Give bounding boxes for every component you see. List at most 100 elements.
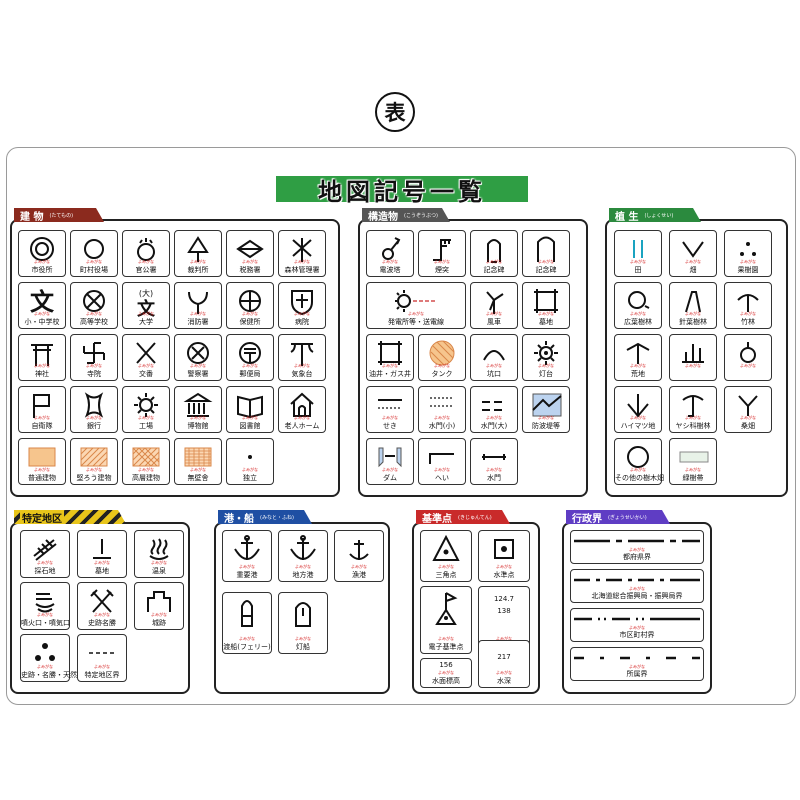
symbol-label: 水深 <box>497 677 511 685</box>
reading-text: よみがな <box>86 259 102 264</box>
symbol-label: 気象台 <box>291 370 313 378</box>
symbol-label: 針葉樹林 <box>679 318 707 326</box>
boundary-line-icon <box>574 539 700 543</box>
reading-text: よみがな <box>242 311 258 316</box>
symbol-cell: よみがな緑樹帯 <box>669 438 717 485</box>
symbol-cell: よみがなハイマツ地 <box>614 386 662 433</box>
tab-ports-title: 港・船 <box>224 513 254 525</box>
symbol-label: 広葉樹林 <box>624 318 652 326</box>
symbol-cell: よみがな採石地 <box>20 530 70 578</box>
tower_grid-icon <box>534 289 558 313</box>
tridot-icon <box>35 643 55 661</box>
symbol-cell: よみがな神社 <box>18 334 66 381</box>
symbol-label: 裁判所 <box>187 266 209 274</box>
symbol-label: 病院 <box>295 318 309 326</box>
symbol-cell: よみがな水門 <box>470 438 518 485</box>
symbol-label: 警察署 <box>187 370 209 378</box>
symbol-label: 地方港 <box>292 571 314 579</box>
tab-vegetation-sub: (しょくせい) <box>644 212 674 219</box>
boundary-line-icon <box>574 617 700 621</box>
reading-text: よみがな <box>438 636 454 641</box>
symbol-cell: よみがなダム <box>366 438 414 485</box>
gate_s-icon <box>430 397 454 407</box>
symbol-cell: よみがな針葉樹林 <box>669 282 717 329</box>
volcano-icon <box>35 593 55 613</box>
symbol-label: 普通建物 <box>28 474 56 482</box>
symbol-label: 独立 <box>243 474 257 482</box>
castle-icon <box>147 591 171 612</box>
symbol-label: 灯台 <box>539 370 553 378</box>
reading-text: よみがな <box>630 467 646 472</box>
symbol-label: 寺院 <box>87 370 101 378</box>
symbol-cell: よみがな風車 <box>470 282 518 329</box>
symbol-cell: よみがな水準点 <box>478 530 530 582</box>
symbol-cell: よみがな工場 <box>122 386 170 433</box>
bldg_hatch-icon <box>80 447 108 467</box>
ferry-icon <box>241 600 253 627</box>
symbol-label: 記念碑 <box>483 266 505 274</box>
symbol-label: 小・中学校 <box>24 318 60 326</box>
boundary-line-icon <box>574 656 700 660</box>
symbol-label: 保健所 <box>239 318 261 326</box>
symbol-cell: よみがな畑 <box>669 230 717 277</box>
symbol-cell: よみがな発電所等・送電線 <box>366 282 466 329</box>
symbol-cell: よみがな油井・ガス井 <box>366 334 414 381</box>
symbol-label: 史跡・名勝・天然記念物 <box>21 671 98 679</box>
symbol-cell: よみがな寺院 <box>70 334 118 381</box>
symbol-cell: よみがなその他の樹木畑 <box>614 438 664 485</box>
home-icon <box>290 392 314 417</box>
page-title: 地図記号一覧 <box>276 176 528 206</box>
fork-icon <box>188 291 208 314</box>
tri_post-icon <box>187 236 209 262</box>
symbol-cell: よみがな電子基準点 <box>420 586 472 654</box>
reading-text: よみがな <box>295 564 311 569</box>
reading-text: よみがな <box>434 363 450 368</box>
symbol-label: 老人ホーム <box>284 422 320 430</box>
diamond-icon <box>236 239 264 259</box>
symbol-cell: よみがな警察署 <box>174 334 222 381</box>
radio-icon <box>382 237 401 260</box>
symbol-label: 城跡 <box>152 619 166 627</box>
reading-text: よみがな <box>151 560 167 565</box>
symbol-label: 田 <box>634 266 642 274</box>
symbol-cell: よみがな墓地 <box>77 530 127 578</box>
boundary-label: 市区町村界 <box>619 631 655 639</box>
symbol-cell: 文よみがな小・中学校 <box>18 282 66 329</box>
symbol-cell: よみがな <box>669 334 717 381</box>
weir-icon <box>378 399 402 409</box>
tab-boundaries-title: 行政界 <box>572 513 602 525</box>
symbol-label: 三角点 <box>435 571 457 579</box>
symbol-label: 坑口 <box>487 370 501 378</box>
tank-icon <box>429 340 455 366</box>
greenbelt-icon <box>679 451 709 463</box>
symbol-label: 博物館 <box>187 422 209 430</box>
reading-text: よみがな <box>242 415 258 420</box>
reading-text: よみがな <box>138 363 154 368</box>
symbol-cell: よみがな荒地 <box>614 334 662 381</box>
windmill-icon <box>486 291 504 314</box>
tab-structures-title: 構造物 <box>368 211 398 223</box>
symbol-label: 風車 <box>487 318 501 326</box>
symbol-label: 無壁舎 <box>187 474 209 482</box>
boundary-label: 都府県界 <box>623 553 651 561</box>
reading-text: よみがな <box>138 467 154 472</box>
reading-text: よみがな <box>151 612 167 617</box>
symbol-label: 電波塔 <box>379 266 401 274</box>
anchor-icon <box>290 535 316 560</box>
elevation-value: 124.7 <box>493 595 515 603</box>
symbol-label: 税務署 <box>239 266 261 274</box>
symbol-label: 渡船(フェリー) <box>223 643 271 651</box>
reading-text: よみがな <box>629 586 645 591</box>
anchor_s-icon <box>349 540 369 560</box>
symbol-cell: よみがな噴火口・噴気口 <box>20 582 70 630</box>
tab-benchmarks: 基準点(きじゅんてん) <box>416 510 510 524</box>
symbol-cell: よみがな渡船(フェリー) <box>222 592 272 654</box>
symbol-cell: よみがな煙突 <box>418 230 466 277</box>
reading-text: よみがな <box>685 467 701 472</box>
reading-text: よみがな <box>86 311 102 316</box>
triangle-point-icon <box>432 534 460 561</box>
reading-text: よみがな <box>37 560 53 565</box>
reading-text: よみがな <box>190 415 206 420</box>
bldg_grid-icon <box>132 447 160 467</box>
